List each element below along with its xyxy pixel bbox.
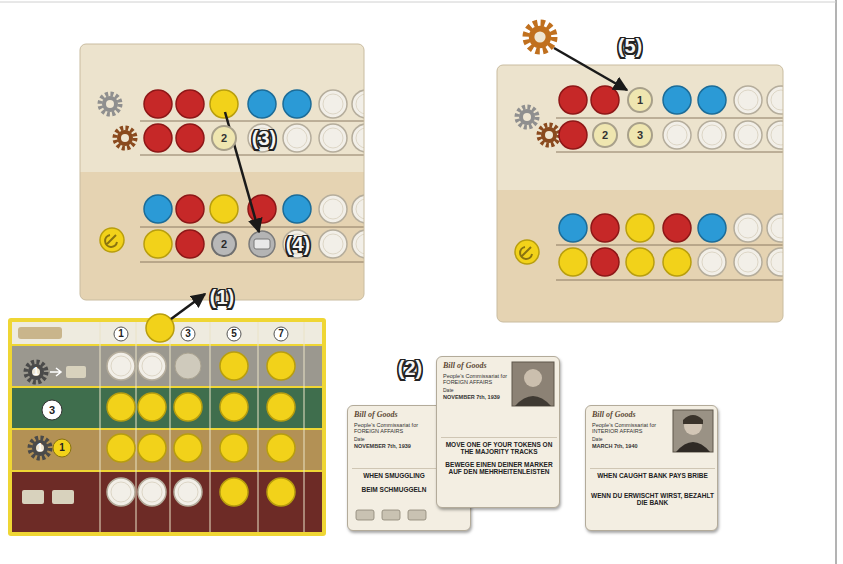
track-token: 2: [211, 125, 237, 151]
card-rule-text: BEIM SCHMUGGELN: [352, 486, 436, 493]
board-number: 1: [37, 443, 43, 453]
bill-of-goods-card: Bill of GoodsPeople's Commissariat for I…: [585, 405, 718, 531]
card-title: Bill of Goods: [592, 410, 662, 419]
token-number: 3: [637, 129, 643, 141]
track-token: 1: [627, 87, 653, 113]
board-number: 3: [49, 405, 55, 416]
card-rule-text: WHEN SMUGGLING: [352, 468, 436, 479]
card-detail: MARCH 7th, 1940: [592, 443, 660, 449]
card-rule-text: MOVE ONE OF YOUR TOKENS ON THE MAJORITY …: [441, 437, 557, 456]
card-detail: Date: [443, 388, 473, 394]
token-number: 2: [221, 238, 227, 250]
track-token: 2: [592, 122, 618, 148]
board-number: 1: [59, 443, 65, 453]
card-detail: People's Commissariat for FOREIGN AFFAIR…: [443, 373, 511, 386]
card-detail: Date: [354, 437, 384, 443]
callout-number: (1): [210, 287, 234, 307]
board-number: 1: [33, 367, 39, 377]
bill-of-goods-card: Bill of GoodsPeople's Commissariat for F…: [436, 356, 560, 508]
card-title: Bill of Goods: [443, 361, 513, 370]
board-number: 3: [185, 329, 191, 339]
callout-number: (5): [618, 36, 642, 56]
card-detail: Date: [592, 437, 622, 443]
card-rule-text: BEWEGE EINEN DEINER MARKER AUF DEN MEHRH…: [441, 461, 557, 476]
card-detail: NOVEMBER 7th, 1939: [354, 443, 422, 449]
board-number: 7: [278, 329, 284, 339]
card-detail: People's Commissariat for INTERIOR AFFAI…: [592, 422, 660, 435]
track-token: 3: [627, 122, 653, 148]
card-detail: NOVEMBER 7th, 1939: [443, 394, 511, 400]
card-detail: People's Commissariat for FOREIGN AFFAIR…: [354, 422, 422, 435]
callout-number: (3): [252, 128, 276, 148]
card-rule-text: WENN DU ERWISCHT WIRST, BEZAHLT DIE BANK: [590, 492, 715, 507]
board-number: 5: [231, 329, 237, 339]
callout-number: (2): [398, 358, 422, 378]
token-number: 2: [602, 129, 608, 141]
board-number: 1: [118, 329, 124, 339]
token-number: 2: [221, 132, 227, 144]
token-number: 1: [637, 94, 643, 106]
card-rule-text: WHEN CAUGHT BANK PAYS BRIBE: [590, 468, 715, 479]
track-token: 2: [211, 231, 237, 257]
card-title: Bill of Goods: [354, 410, 424, 419]
callout-number: (4): [286, 234, 310, 254]
